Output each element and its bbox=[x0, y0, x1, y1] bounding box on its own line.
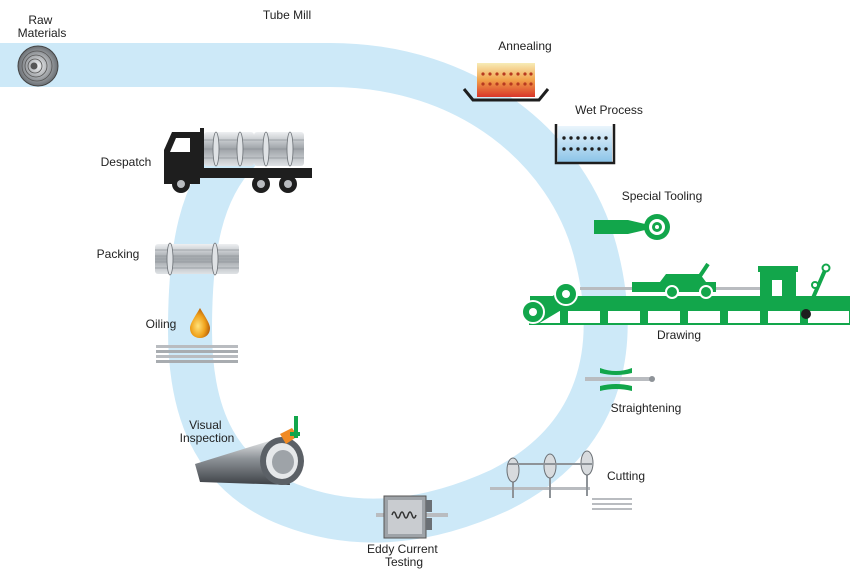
oil-drop-icon bbox=[190, 308, 210, 338]
draw-bench-icon bbox=[521, 262, 850, 325]
tooling-icon bbox=[594, 214, 670, 240]
straightening-stage: Straightening bbox=[585, 368, 681, 415]
tube-bundle-icon bbox=[155, 242, 239, 276]
eddy-current-testing-stage: Eddy Current Testing bbox=[367, 495, 448, 569]
packing-label: Packing bbox=[97, 247, 140, 261]
raw-materials-stage: Raw Materials bbox=[17, 13, 67, 87]
cutting-label: Cutting bbox=[607, 469, 645, 483]
cutting-stage: Cutting bbox=[490, 450, 645, 510]
packing-stage: Packing bbox=[97, 242, 239, 276]
special-tooling-label: Special Tooling bbox=[622, 189, 703, 203]
annealing-label: Annealing bbox=[498, 39, 551, 53]
oiling-stage: Oiling bbox=[146, 308, 238, 363]
drawing-stage: Drawing bbox=[521, 262, 850, 342]
wet-process-stage: Wet Process bbox=[554, 103, 643, 165]
truck-icon bbox=[164, 128, 312, 193]
coil-icon bbox=[17, 45, 59, 87]
furnace-icon bbox=[462, 63, 550, 102]
special-tooling-stage: Special Tooling bbox=[594, 189, 702, 240]
straightening-label: Straightening bbox=[611, 401, 682, 415]
tube-inspection-icon bbox=[195, 416, 304, 485]
eddy-current-testing-label: Eddy Current Testing bbox=[367, 542, 441, 569]
wet-process-label: Wet Process bbox=[575, 103, 643, 117]
despatch-stage: Despatch bbox=[101, 128, 312, 193]
raw-materials-label: Raw Materials bbox=[18, 13, 67, 40]
annealing-stage: Annealing bbox=[462, 39, 552, 102]
saw-blade-icon bbox=[490, 450, 632, 510]
oiling-label: Oiling bbox=[146, 317, 177, 331]
tube-mill-label: Tube Mill bbox=[263, 8, 311, 22]
visual-inspection-stage: Visual Inspection bbox=[180, 416, 304, 485]
flow-band bbox=[0, 43, 628, 543]
drawing-label: Drawing bbox=[657, 328, 701, 342]
visual-inspection-label: Visual Inspection bbox=[180, 418, 235, 445]
despatch-label: Despatch bbox=[101, 155, 152, 169]
eddy-tester-icon bbox=[376, 495, 448, 539]
flow-path bbox=[0, 43, 628, 543]
tank-icon bbox=[554, 124, 616, 165]
oiled-tubes-icon bbox=[156, 345, 238, 363]
straightener-icon bbox=[585, 368, 655, 391]
